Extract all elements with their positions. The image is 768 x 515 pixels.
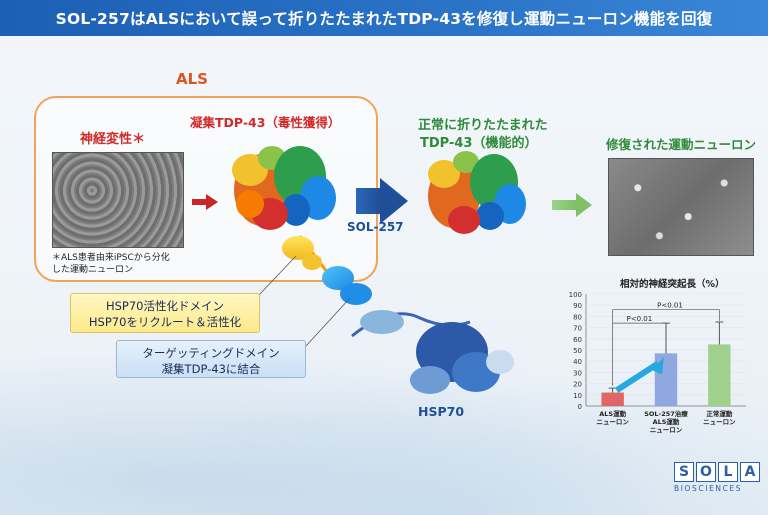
x-tick-label-2: 正常運動 [706, 409, 733, 418]
normal-tdp43-title-1: 正常に折りたたまれた [418, 118, 548, 133]
activation-domain-desc: HSP70をリクルート＆活性化 [88, 315, 242, 329]
sol257-label: SOL-257 [347, 220, 404, 234]
als-neuron-micrograph [52, 152, 184, 248]
neurodegeneration-title: 神経変性＊ [80, 132, 146, 147]
sol257-molecule-icon [282, 235, 372, 305]
connector-line-activation [257, 255, 297, 297]
targeting-domain-desc: 凝集TDP-43に結合 [161, 362, 261, 376]
y-tick-label: 70 [573, 325, 582, 333]
x-tick-label-2: ニューロン [703, 418, 736, 426]
y-tick-label: 80 [573, 313, 582, 321]
logo-subtitle: BIOSCIENCES [674, 484, 743, 493]
trend-arrow-shaft [615, 360, 660, 393]
p-value-label-0: P<0.01 [626, 315, 652, 323]
y-tick-label: 10 [573, 392, 582, 400]
aggregate-tdp43-title: 凝集TDP-43（毒性獲得） [190, 115, 341, 130]
green-arrow-icon [552, 193, 592, 217]
x-tick-label-0: ニューロン [596, 418, 629, 426]
x-tick-label-0: ALS運動 [599, 409, 626, 418]
logo-letter-0: S [674, 462, 694, 482]
significance-bracket-1 [612, 309, 720, 324]
sol257-arrow-icon [356, 178, 408, 224]
normal-tdp43-title-2: TDP-43（機能的） [420, 136, 538, 151]
y-tick-label: 30 [573, 369, 582, 377]
y-tick-label: 20 [573, 381, 582, 389]
y-tick-label: 50 [573, 347, 582, 355]
y-tick-label: 100 [569, 291, 582, 299]
bar-2 [708, 344, 731, 406]
bar-0 [601, 392, 624, 406]
x-tick-label-1: ALS運動 [653, 417, 680, 426]
hsp70-protein-icon [351, 310, 514, 394]
logo-letter-3: A [740, 462, 760, 482]
repaired-neuron-micrograph [608, 158, 754, 256]
neurite-length-chart: 0102030405060708090100ALS運動ニューロンSOL-257治… [569, 291, 746, 434]
logo-letter-2: L [718, 462, 738, 482]
aggregated-tdp43-protein-icon [232, 146, 336, 230]
trend-arrow-head [652, 356, 664, 375]
targeting-domain-box: ターゲッティングドメイン 凝集TDP-43に結合 [116, 340, 306, 378]
logo-letter-1: O [696, 462, 716, 482]
targeting-domain-title: ターゲッティングドメイン [142, 346, 280, 360]
repaired-neuron-title: 修復された運動ニューロン [606, 137, 757, 152]
x-tick-label-1: ニューロン [650, 426, 683, 434]
y-tick-label: 60 [573, 336, 582, 344]
note-line-2: した運動ニューロン [52, 265, 134, 275]
y-tick-label: 40 [573, 358, 582, 366]
y-tick-label: 0 [578, 403, 582, 411]
significance-bracket-0 [612, 322, 667, 386]
y-tick-label: 90 [573, 302, 582, 310]
hsp70-activation-domain-box: HSP70活性化ドメイン HSP70をリクルート＆活性化 [70, 293, 260, 333]
activation-domain-title: HSP70活性化ドメイン [105, 299, 224, 313]
page-title: SOL-257はALSにおいて誤って折りたたまれたTDP-43を修復し運動ニュー… [0, 0, 768, 36]
red-arrow-icon [192, 194, 218, 210]
als-label: ALS [176, 70, 208, 88]
normal-tdp43-protein-icon [428, 151, 526, 234]
chart-title: 相対的神経突起長（%） [620, 279, 725, 290]
x-tick-label-1: SOL-257治療 [644, 409, 688, 418]
p-value-label-1: P<0.01 [657, 302, 683, 310]
connector-line-targeting [305, 297, 351, 347]
hsp70-label: HSP70 [418, 404, 465, 419]
bar-1 [654, 353, 678, 406]
note-line-1: ＊ALS患者由来iPSCから分化 [52, 253, 170, 263]
